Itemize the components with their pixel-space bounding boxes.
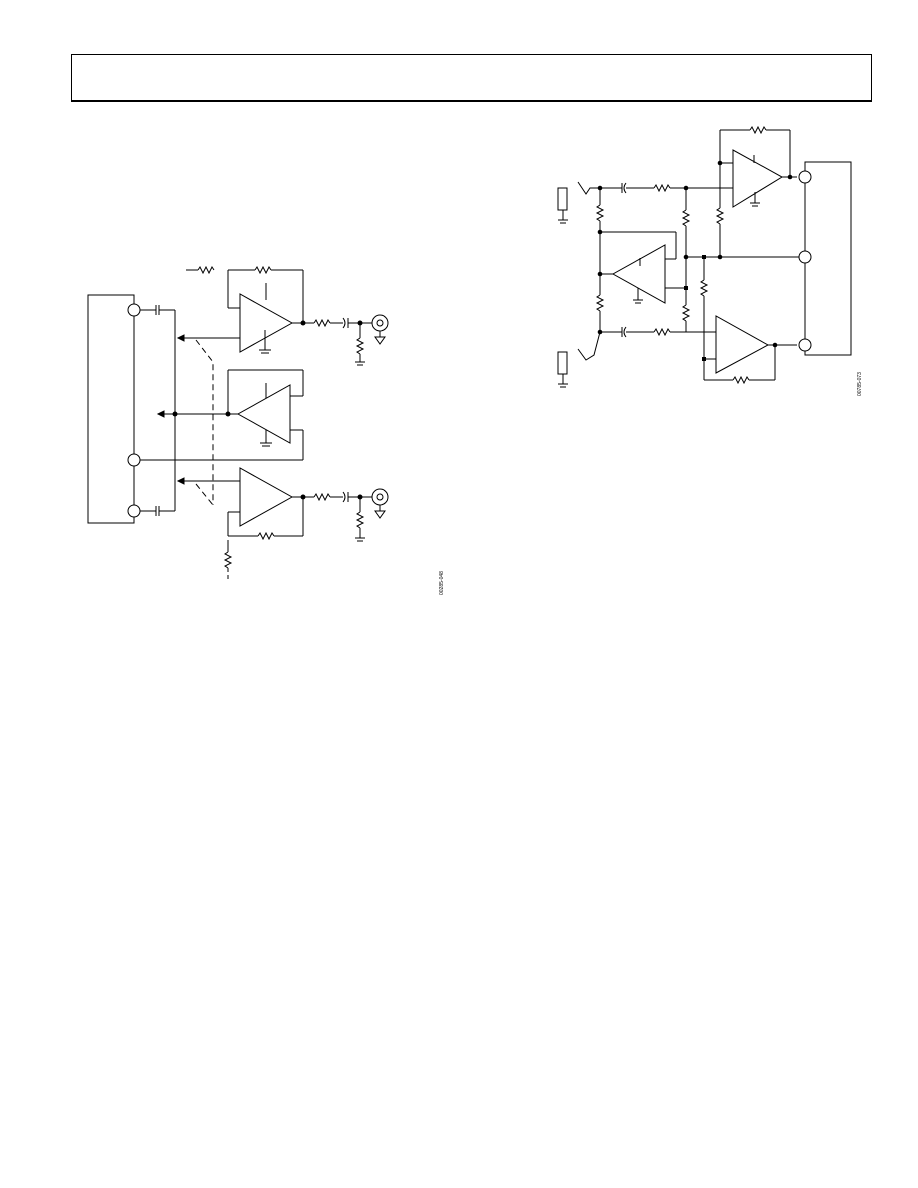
left-figure-code: 00285-048	[439, 571, 445, 595]
top-feedback-resistor	[254, 265, 272, 275]
input-block-outline	[87, 294, 135, 524]
right-middle-terminal	[798, 250, 812, 264]
top-microphone	[557, 187, 568, 211]
bottom-terminal	[127, 504, 141, 518]
bottom-output-amplifier	[715, 315, 770, 374]
page-header-frame	[71, 54, 872, 102]
bottom-output-jack	[371, 488, 389, 506]
top-output-jack	[371, 314, 389, 332]
top-terminal	[127, 303, 141, 317]
top-output-amplifier	[732, 149, 783, 208]
middle-buffer-amplifier	[611, 244, 666, 304]
right-top-terminal	[798, 170, 812, 184]
left-schematic-figure	[87, 265, 389, 580]
bottom-amplifier-symbol	[239, 467, 294, 527]
right-figure-code: 00785-073	[857, 372, 863, 396]
middle-amplifier-symbol	[236, 384, 291, 444]
output-block-outline	[804, 161, 852, 356]
middle-terminal	[127, 453, 141, 467]
right-bottom-terminal	[798, 338, 812, 352]
right-schematic-figure	[557, 125, 852, 388]
bottom-microphone	[557, 351, 568, 375]
top-amplifier-symbol	[239, 293, 294, 353]
